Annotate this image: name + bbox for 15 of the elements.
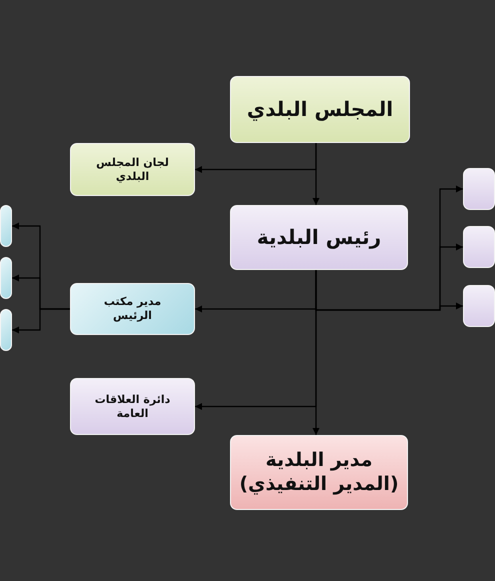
org-box: دائرة العلاقات العامة [70,378,195,435]
org-box: مدير البلدية (المدير التنفيذي) [230,435,408,510]
connector-arrow [195,143,317,173]
org-box: لجان المجلس البلدي [70,143,195,196]
org-box: رئيس البلدية [230,205,408,270]
org-box [0,257,12,299]
org-box [463,226,495,268]
org-box: المجلس البلدي [230,76,410,143]
org-box [463,285,495,327]
connector-arrow [315,270,463,311]
org-box [463,168,495,210]
connector-arrow [12,308,70,334]
org-box: مدير مكتب الرئيس [70,283,195,335]
org-box [0,205,12,247]
org-box [0,309,12,351]
